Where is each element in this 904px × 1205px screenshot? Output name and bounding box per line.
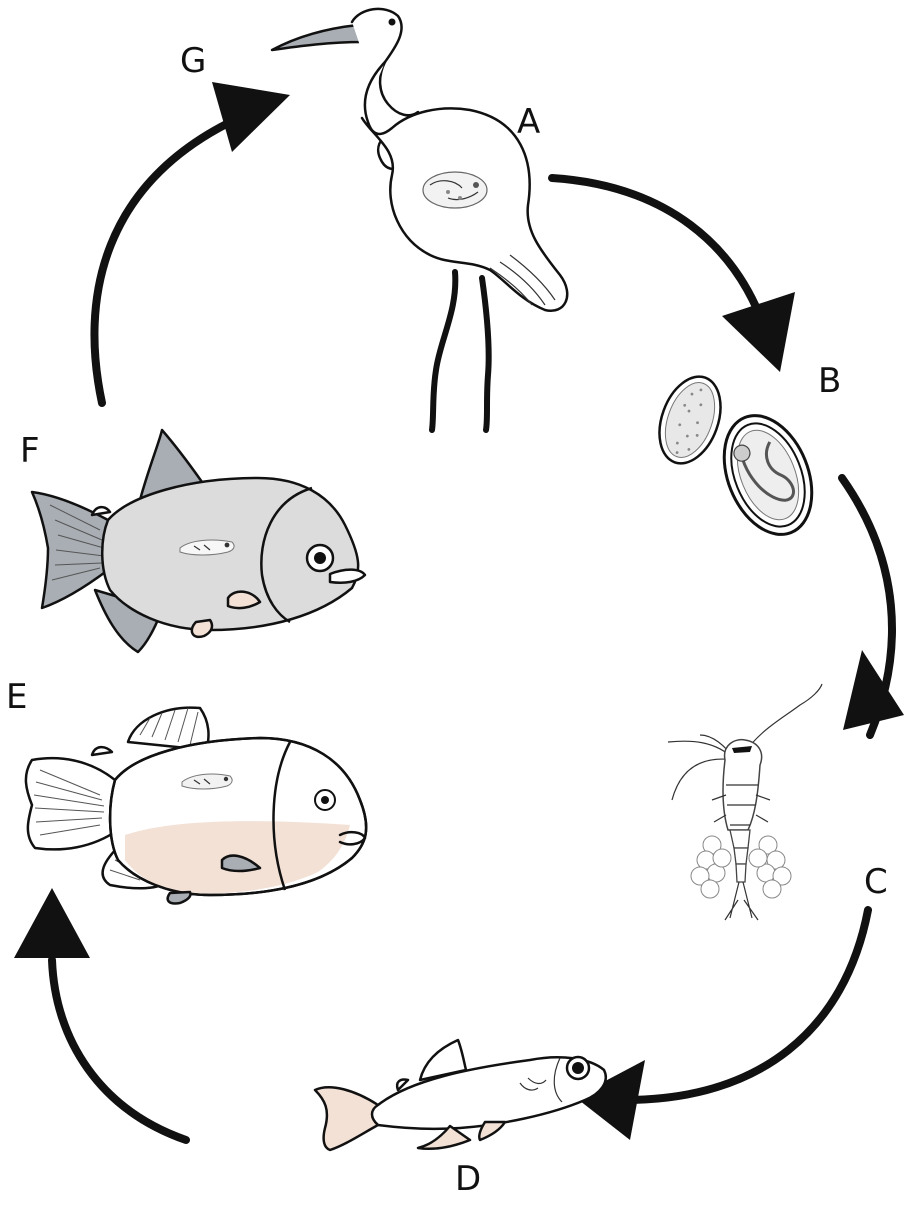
- egg-with-larva: [708, 403, 829, 548]
- arrow-c-to-d: [575, 910, 868, 1140]
- arrow-d-to-e: [14, 888, 186, 1140]
- egret-host-illustration: [272, 9, 567, 430]
- egret-stomach-fish: [423, 172, 487, 208]
- parasite-eggs-illustration: [648, 368, 828, 547]
- egret-beak: [272, 25, 362, 50]
- stage-label-g: G: [180, 41, 206, 81]
- small-fish-tail: [315, 1087, 378, 1150]
- egret-leg-right: [482, 278, 489, 430]
- small-fish-host-illustration: [315, 1040, 606, 1150]
- stage-label-f: F: [20, 431, 40, 471]
- piranha-pink-illustration: [26, 708, 366, 904]
- egg-embryonated-speckled: [648, 368, 731, 472]
- stage-label-b: B: [818, 361, 841, 401]
- copepod-illustration: [668, 684, 822, 920]
- piranha-pink-tail: [26, 758, 118, 849]
- stage-label-c: C: [864, 862, 888, 902]
- stage-label-a: A: [517, 102, 540, 142]
- egret-leg-left: [432, 272, 455, 430]
- stage-label-e: E: [6, 677, 27, 717]
- stage-label-d: D: [455, 1159, 481, 1199]
- arrow-f-to-g: [94, 82, 290, 403]
- arrow-b-to-c: [842, 478, 904, 735]
- piranha-gray-illustration: [32, 430, 365, 652]
- arrow-a-to-b: [552, 178, 795, 372]
